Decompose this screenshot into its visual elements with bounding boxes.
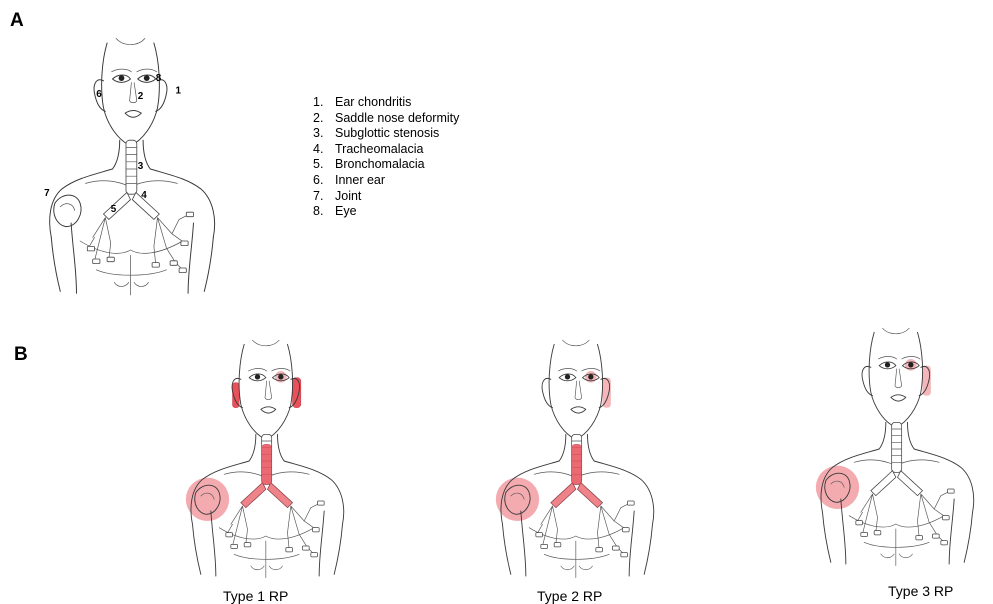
marker-7: 7 xyxy=(44,188,50,199)
panel-b-label: B xyxy=(14,344,28,366)
legend-item: 4.Tracheomalacia xyxy=(313,142,459,158)
caption-type-1: Type 1 RP xyxy=(223,588,288,604)
legend-item: 5.Bronchomalacia xyxy=(313,157,459,173)
legend-item: 7.Joint xyxy=(313,189,459,205)
legend-item: 6.Inner ear xyxy=(313,173,459,189)
marker-6: 6 xyxy=(96,89,102,100)
type2-figure xyxy=(480,336,680,586)
type3-figure xyxy=(805,324,993,574)
legend-item: 2.Saddle nose deformity xyxy=(313,111,459,127)
anatomy-figure-a: 1 2 3 4 5 6 7 8 xyxy=(30,34,240,304)
legend-list: 1.Ear chondritis 2.Saddle nose deformity… xyxy=(313,95,459,220)
legend-item: 8.Eye xyxy=(313,204,459,220)
marker-1: 1 xyxy=(176,85,182,96)
legend-item: 1.Ear chondritis xyxy=(313,95,459,111)
caption-type-3: Type 3 RP xyxy=(888,583,953,599)
marker-5: 5 xyxy=(111,204,117,215)
marker-8: 8 xyxy=(156,73,162,84)
marker-4: 4 xyxy=(141,190,147,201)
legend-item: 3.Subglottic stenosis xyxy=(313,126,459,142)
panel-a-label: A xyxy=(10,10,24,32)
marker-3: 3 xyxy=(138,161,144,172)
caption-type-2: Type 2 RP xyxy=(537,588,602,604)
marker-2: 2 xyxy=(138,91,144,102)
type1-figure xyxy=(170,336,370,586)
